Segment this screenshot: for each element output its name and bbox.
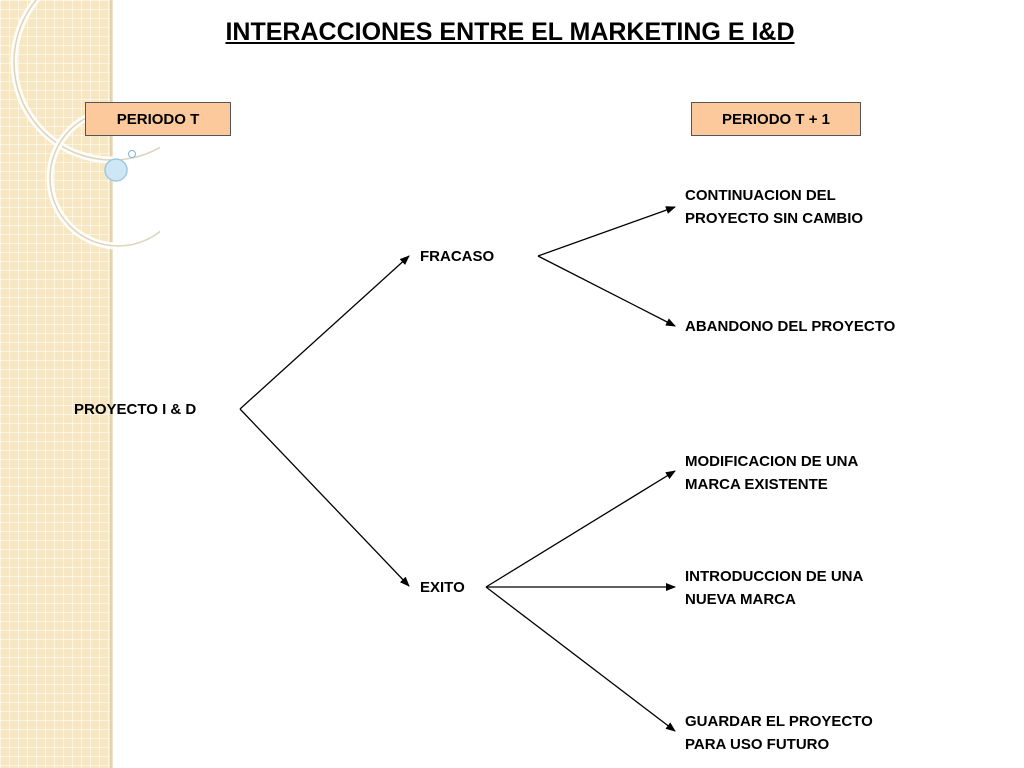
arrow-fracaso-to-abandono [537,255,676,327]
arrow-fracaso-to-continuacion [537,206,676,257]
sidebar-edge [110,0,113,768]
node-continuacion: CONTINUACION DEL PROYECTO SIN CAMBIO [685,184,863,230]
arrow-root-to-fracaso [239,255,410,410]
period-t-plus-1-box: PERIODO T + 1 [691,102,861,136]
node-continuacion-line-1: CONTINUACION DEL [685,187,836,204]
decorative-rings [10,0,160,250]
node-introduccion-line-1: INTRODUCCION DE UNA [685,568,864,585]
arrow-exito-to-guardar [485,586,676,732]
node-guardar-line-1: GUARDAR EL PROYECTO [685,713,873,730]
period-t-box: PERIODO T [85,102,231,136]
decorative-bubble-small [128,150,136,158]
node-abandono: ABANDONO DEL PROYECTO [685,318,896,335]
period-t-label: PERIODO T [116,110,200,128]
period-t-plus-1-label: PERIODO T + 1 [722,110,830,128]
node-modificacion-line-1: MODIFICACION DE UNA [685,453,859,470]
decorative-bubble-large [104,158,128,182]
node-introduccion: INTRODUCCION DE UNA NUEVA MARCA [685,565,863,611]
node-exito: EXITO [420,579,465,596]
node-fracaso: FRACASO [420,248,495,265]
node-modificacion-line-2: MARCA EXISTENTE [685,476,828,493]
node-modificacion: MODIFICACION DE UNA MARCA EXISTENTE [685,450,858,496]
node-guardar: GUARDAR EL PROYECTO PARA USO FUTURO [685,710,873,756]
node-introduccion-line-2: NUEVA MARCA [685,591,796,608]
slide-title: INTERACCIONES ENTRE EL MARKETING E I&D [225,18,795,46]
arrow-exito-to-modificacion [485,470,676,588]
node-guardar-line-2: PARA USO FUTURO [685,736,830,753]
node-continuacion-line-2: PROYECTO SIN CAMBIO [685,210,864,227]
arrow-root-to-exito [239,408,410,587]
node-proyecto-id: PROYECTO I & D [74,401,197,418]
